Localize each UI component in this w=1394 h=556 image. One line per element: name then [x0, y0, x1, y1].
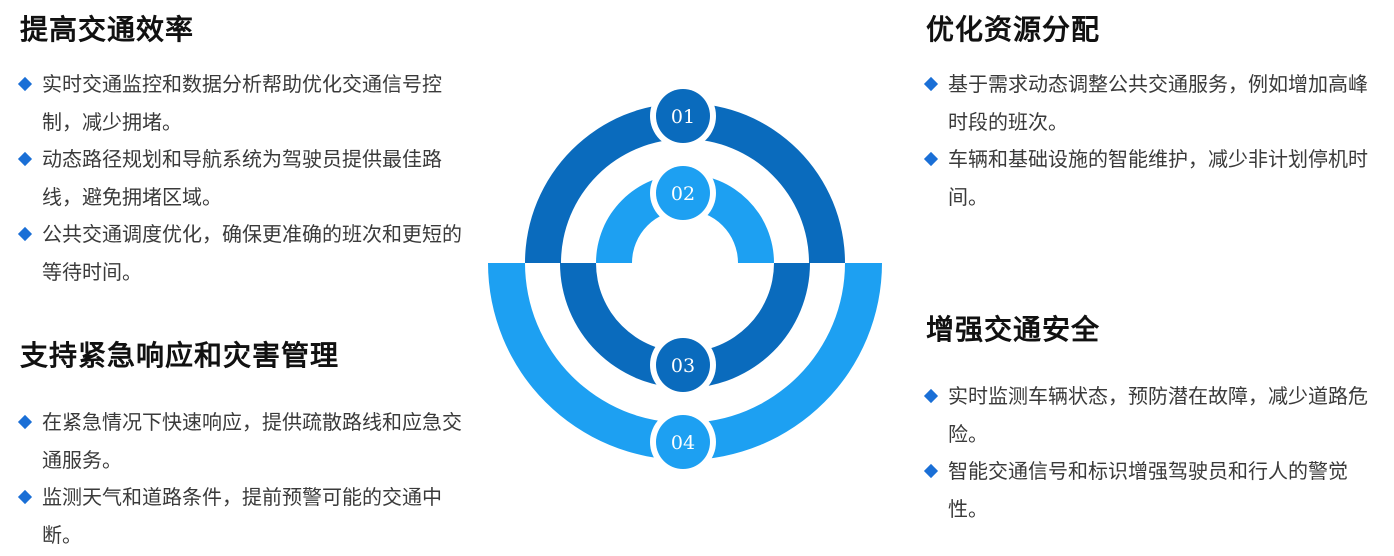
badge-02-label: 02: [671, 183, 695, 205]
ring-01-arc: [525, 103, 845, 263]
diamond-icon: [17, 76, 33, 92]
list-item-text: 实时监测车辆状态，预防潜在故障，减少道路危险。: [948, 384, 1368, 446]
diamond-icon: [17, 226, 33, 242]
list-item: 动态路径规划和导航系统为驾驶员提供最佳路线，避免拥堵区域。: [17, 141, 470, 216]
list-item: 实时监测车辆状态，预防潜在故障，减少道路危险。: [923, 378, 1376, 453]
bullet-list: 在紧急情况下快速响应，提供疏散路线和应急交通服务。 监测天气和道路条件，提前预警…: [17, 404, 470, 554]
list-item: 实时交通监控和数据分析帮助优化交通信号控制，减少拥堵。: [17, 66, 470, 141]
list-item-text: 实时交通监控和数据分析帮助优化交通信号控制，减少拥堵。: [42, 72, 442, 134]
diamond-icon: [923, 388, 939, 404]
diamond-icon: [17, 414, 33, 430]
bullet-list: 实时交通监控和数据分析帮助优化交通信号控制，减少拥堵。 动态路径规划和导航系统为…: [17, 66, 470, 291]
ring-03-arc: [560, 263, 810, 388]
list-item-text: 基于需求动态调整公共交通服务，例如增加高峰时段的班次。: [948, 72, 1368, 134]
badge-01-circle: [656, 89, 710, 143]
badge-01: 01: [650, 83, 716, 149]
list-item: 公共交通调度优化，确保更准确的班次和更短的等待时间。: [17, 216, 470, 291]
list-item-text: 监测天气和道路条件，提前预警可能的交通中断。: [42, 485, 442, 547]
section-improve-efficiency: 提高交通效率 实时交通监控和数据分析帮助优化交通信号控制，减少拥堵。 动态路径规…: [17, 12, 470, 291]
badge-03: 03: [650, 332, 716, 398]
list-item: 智能交通信号和标识增强驾驶员和行人的警觉性。: [923, 453, 1376, 528]
ring-04-arc: [488, 263, 882, 460]
badge-02-circle: [656, 166, 710, 220]
badge-04-circle: [656, 415, 710, 469]
list-item-text: 公共交通调度优化，确保更准确的班次和更短的等待时间。: [42, 222, 462, 284]
badge-04-label: 04: [671, 432, 695, 454]
diamond-icon: [923, 151, 939, 167]
list-item-text: 智能交通信号和标识增强驾驶员和行人的警觉性。: [948, 459, 1348, 521]
diamond-icon: [17, 151, 33, 167]
badge-02: 02: [650, 160, 716, 226]
badge-03-label: 03: [671, 355, 695, 377]
badge-04: 04: [650, 409, 716, 475]
list-item: 基于需求动态调整公共交通服务，例如增加高峰时段的班次。: [923, 66, 1376, 141]
section-title: 增强交通安全: [926, 313, 1101, 346]
ring-02-arc: [596, 174, 774, 263]
list-item-text: 在紧急情况下快速响应，提供疏散路线和应急交通服务。: [42, 410, 462, 472]
list-item: 监测天气和道路条件，提前预警可能的交通中断。: [17, 479, 470, 554]
badge-01-label: 01: [671, 106, 695, 128]
concentric-ring-diagram: 01 02 03 04: [488, 83, 882, 475]
section-title: 提高交通效率: [20, 13, 195, 46]
section-title: 支持紧急响应和灾害管理: [20, 339, 340, 372]
badge-03-circle: [656, 338, 710, 392]
list-item: 车辆和基础设施的智能维护，减少非计划停机时间。: [923, 141, 1376, 216]
diamond-icon: [17, 489, 33, 505]
bullet-list: 实时监测车辆状态，预防潜在故障，减少道路危险。 智能交通信号和标识增强驾驶员和行…: [923, 378, 1376, 528]
section-title: 优化资源分配: [926, 13, 1101, 46]
diamond-icon: [923, 463, 939, 479]
diamond-icon: [923, 76, 939, 92]
section-resource-allocation: 优化资源分配 基于需求动态调整公共交通服务，例如增加高峰时段的班次。 车辆和基础…: [923, 12, 1376, 216]
section-traffic-safety: 增强交通安全 实时监测车辆状态，预防潜在故障，减少道路危险。 智能交通信号和标识…: [923, 312, 1376, 528]
bullet-list: 基于需求动态调整公共交通服务，例如增加高峰时段的班次。 车辆和基础设施的智能维护…: [923, 66, 1376, 216]
list-item: 在紧急情况下快速响应，提供疏散路线和应急交通服务。: [17, 404, 470, 479]
section-emergency-response: 支持紧急响应和灾害管理 在紧急情况下快速响应，提供疏散路线和应急交通服务。 监测…: [17, 338, 470, 554]
list-item-text: 车辆和基础设施的智能维护，减少非计划停机时间。: [948, 147, 1368, 209]
list-item-text: 动态路径规划和导航系统为驾驶员提供最佳路线，避免拥堵区域。: [42, 147, 442, 209]
